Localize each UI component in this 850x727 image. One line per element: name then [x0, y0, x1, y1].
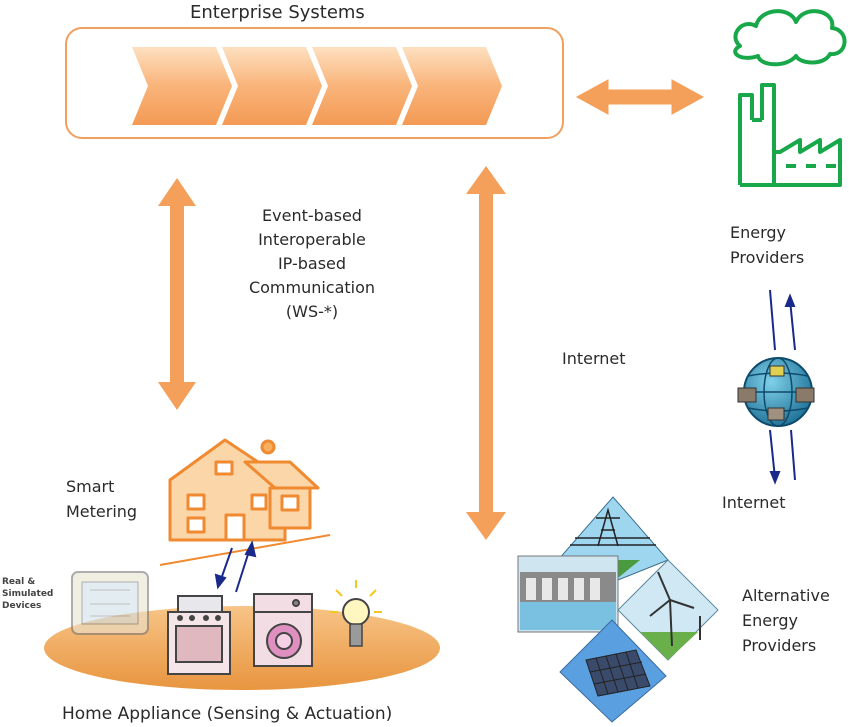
chevron-process-icon [132, 47, 502, 125]
communication-label: Event-based Interoperable IP-based Commu… [222, 204, 402, 324]
provider-links [769, 289, 796, 485]
internet-center-label: Internet [562, 349, 626, 368]
communication-line: (WS-*) [285, 302, 339, 321]
smart-metering-label: Smart Metering [66, 474, 137, 524]
stove-icon [167, 595, 231, 675]
alternative-line: Energy [742, 611, 799, 630]
devices-line: Real & [2, 577, 36, 587]
communication-line: IP-based [277, 254, 347, 273]
internet-right-label: Internet [722, 493, 786, 512]
smart-metering-line: Metering [66, 502, 138, 521]
energy-providers-label: Energy Providers [730, 220, 804, 270]
factory-cloud-icon [733, 9, 847, 187]
metering-links [214, 540, 257, 593]
energy-providers-line: Providers [730, 248, 805, 267]
enterprise-energy-arrow [575, 79, 705, 115]
wind-turbine-icon [617, 559, 719, 661]
alternative-line: Alternative [742, 586, 830, 605]
washing-machine-icon [253, 593, 313, 667]
home-appliance-title: Home Appliance (Sensing & Actuation) [62, 704, 393, 724]
communication-line: Communication [248, 278, 376, 297]
communication-line: Interoperable [258, 230, 366, 249]
devices-line: Simulated [2, 589, 54, 599]
communication-line: Event-based [262, 206, 362, 225]
fridge-icon [71, 571, 149, 635]
enterprise-home-arrow [158, 178, 196, 410]
enterprise-systems-title: Enterprise Systems [190, 2, 365, 23]
smart-metering-line: Smart [66, 477, 115, 496]
hydro-dam-icon [517, 555, 619, 633]
globe-network-icon [737, 357, 815, 427]
solar-panel-icon [559, 619, 667, 723]
energy-providers-line: Energy [730, 223, 787, 242]
alternative-line: Providers [742, 636, 817, 655]
alternative-energy-collage [517, 496, 719, 723]
house-icon [159, 438, 331, 566]
enterprise-alternative-arrow [466, 166, 506, 540]
light-bulb-icon [330, 580, 382, 647]
devices-line: Devices [2, 601, 42, 611]
devices-label: Real & Simulated Devices [2, 576, 53, 612]
alternative-energy-label: Alternative Energy Providers [742, 583, 830, 658]
